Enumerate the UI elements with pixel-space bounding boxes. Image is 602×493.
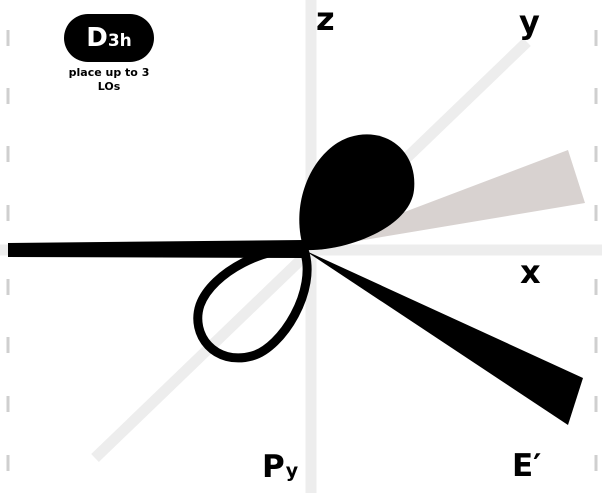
lobe-right-wedge[interactable] xyxy=(304,250,583,425)
orbital-label-main: P xyxy=(262,449,285,485)
point-group-sub: 3h xyxy=(108,31,132,51)
instruction-text: place up to 3 LOs xyxy=(60,66,158,94)
y-axis-label: y xyxy=(519,6,540,38)
x-axis-label: x xyxy=(520,256,541,288)
z-axis-label: z xyxy=(316,3,335,35)
irrep-label: E′ xyxy=(512,451,541,482)
orbital-label-sub: y xyxy=(286,460,298,482)
orbital-label: Py xyxy=(262,452,298,483)
point-group-main: D xyxy=(86,23,107,53)
